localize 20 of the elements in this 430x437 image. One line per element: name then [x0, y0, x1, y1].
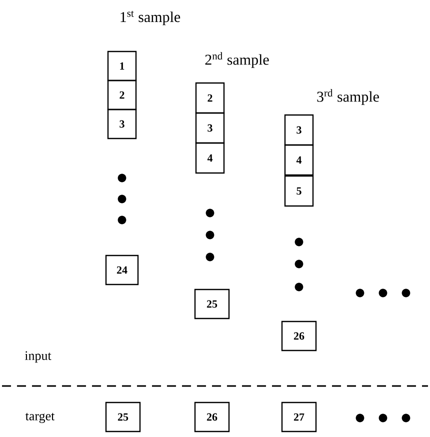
number-box: 2 — [195, 82, 225, 114]
number-box: 1 — [107, 50, 137, 82]
sample-heading: 2$^{nd}$ sample — [205, 52, 269, 68]
number-box: 25 — [105, 402, 141, 432]
number-box: 4 — [195, 142, 225, 174]
number-box: 4 — [284, 144, 314, 176]
number-box: 25 — [194, 288, 230, 320]
number-box: 3 — [284, 114, 314, 146]
number-box: 3 — [107, 108, 137, 140]
number-box: 24 — [105, 254, 139, 286]
sample-heading: 1$^{st}$ sample — [120, 10, 180, 26]
number-box: 27 — [281, 402, 317, 432]
row-label: input — [24, 351, 52, 363]
number-box: 2 — [107, 80, 137, 110]
number-box: 3 — [195, 112, 225, 144]
number-box: 26 — [194, 402, 230, 432]
sample-heading: 3$^{rd}$ sample — [317, 89, 379, 105]
row-label: target — [25, 412, 55, 424]
number-box: 5 — [284, 175, 314, 207]
number-box: 26 — [281, 320, 317, 352]
